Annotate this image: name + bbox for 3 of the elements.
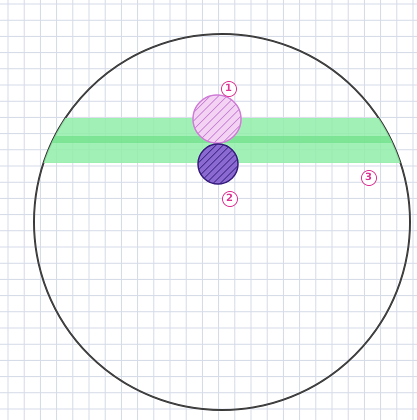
callout-number: 2 [222,190,238,206]
callout-number: 1 [220,80,236,96]
callout-number: 3 [360,170,376,186]
